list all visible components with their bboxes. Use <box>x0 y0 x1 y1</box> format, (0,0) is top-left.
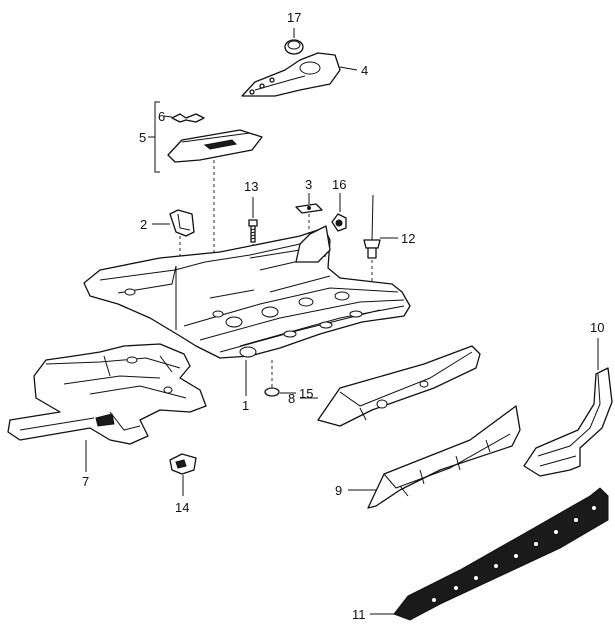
part-10-rear-panel <box>523 367 613 477</box>
part-8-inner-sill <box>317 345 481 427</box>
callout-2: 2 <box>140 217 147 232</box>
part-16-grommet <box>331 213 347 232</box>
part-4-tunnel-plate <box>241 52 341 97</box>
callout-16: 16 <box>332 177 346 192</box>
leader-6 <box>163 115 173 118</box>
part-14-bracket <box>169 453 197 475</box>
callout-12: 12 <box>401 231 415 246</box>
callout-4: 4 <box>361 63 368 78</box>
part-1-floor-pan <box>83 225 411 359</box>
part-13-bolt <box>248 219 258 243</box>
callout-3: 3 <box>305 177 312 192</box>
callout-7: 7 <box>82 474 89 489</box>
part-6-clip <box>171 113 205 123</box>
callout-13: 13 <box>244 179 258 194</box>
callout-8: 8 <box>288 391 295 406</box>
callout-15: 15 <box>299 386 313 401</box>
callout-1: 1 <box>242 398 249 413</box>
callout-6: 6 <box>158 109 165 124</box>
part-7-crossmember <box>7 343 207 445</box>
part-5-cover-panel <box>167 129 263 163</box>
part-3-plate <box>295 203 323 214</box>
callout-9: 9 <box>335 483 342 498</box>
part-17-plug <box>284 39 304 55</box>
leader-4 <box>339 66 358 71</box>
part-9-sill-panel <box>367 405 521 509</box>
part-2-bracket <box>169 209 195 237</box>
callout-14: 14 <box>175 500 189 515</box>
part-12-stud <box>363 194 381 259</box>
part-11-outer-rocker <box>393 487 609 621</box>
callout-11: 11 <box>352 607 366 622</box>
part-15-plug <box>264 387 280 397</box>
callout-17: 17 <box>287 10 301 25</box>
callout-10: 10 <box>590 320 604 335</box>
callout-5: 5 <box>139 130 146 145</box>
